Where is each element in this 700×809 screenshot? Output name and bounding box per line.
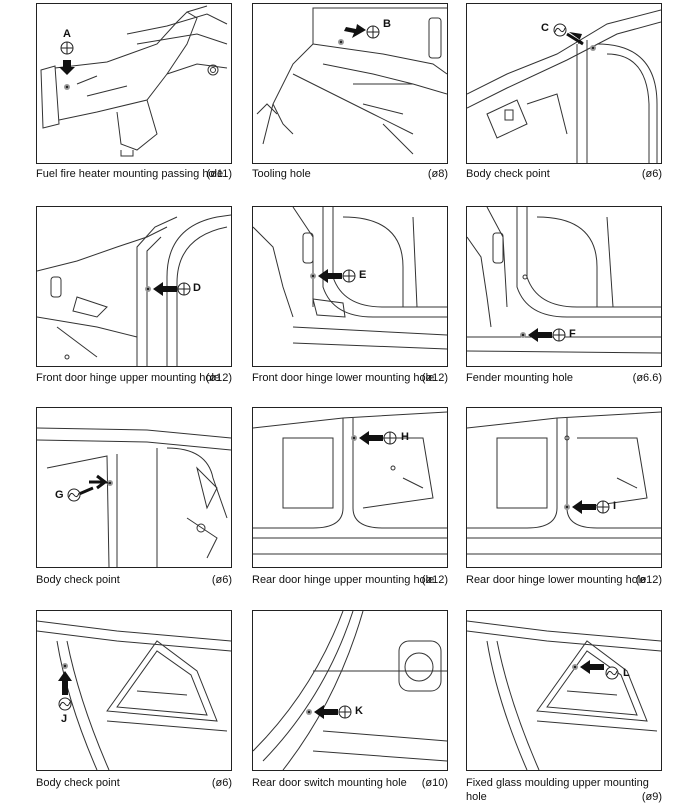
- body-drawing: [467, 411, 661, 555]
- callout-label: J: [61, 713, 68, 725]
- callout-label: I: [613, 500, 617, 512]
- figure-panel: A: [36, 3, 232, 164]
- caption-text: Front door hinge upper mounting hole: [36, 372, 221, 384]
- figure-panel: I: [466, 407, 662, 568]
- callout-label: D: [193, 282, 201, 294]
- figure-panel: D: [36, 206, 232, 367]
- caption-text: Fixed glass moulding upper mounting hole: [466, 777, 649, 803]
- figure-panel: H: [252, 407, 448, 568]
- callout-label: K: [355, 705, 363, 717]
- hole-diameter: (ø6.6): [632, 372, 662, 384]
- hole-diameter: (ø6): [211, 574, 232, 586]
- hole-diameter: (ø6): [211, 777, 232, 789]
- figure-caption: Fixed glass moulding upper mounting hole…: [466, 777, 662, 804]
- callout-label: F: [569, 328, 576, 340]
- figure-panel: B: [252, 3, 448, 164]
- body-drawing: [253, 207, 447, 350]
- figure-panel: G: [36, 407, 232, 568]
- figure-caption: Tooling hole (ø8): [252, 168, 448, 182]
- caption-text: Fender mounting hole: [466, 372, 574, 384]
- caption-text: Front door hinge lower mounting hole: [252, 372, 435, 384]
- body-drawing: [40, 5, 228, 157]
- callout-label: A: [63, 28, 71, 40]
- figure-caption: Fender mounting hole (ø6.6): [466, 372, 662, 386]
- figure-panel: L: [466, 610, 662, 771]
- hole-diameter: (ø12): [205, 372, 232, 384]
- caption-text: Body check point: [466, 168, 550, 180]
- body-drawing: [37, 620, 231, 770]
- figure-panel: J: [36, 610, 232, 771]
- caption-text: Rear door hinge lower mounting hole: [466, 574, 647, 586]
- figure-panel: F: [466, 206, 662, 367]
- body-drawing: [253, 411, 447, 555]
- figure-caption: Front door hinge upper mounting hole (ø1…: [36, 372, 232, 386]
- hole-diameter: (ø12): [635, 574, 662, 586]
- caption-text: Body check point: [36, 777, 120, 789]
- hole-diameter: (ø12): [421, 574, 448, 586]
- hole-diameter: (ø8): [427, 168, 448, 180]
- callout-label: B: [383, 18, 391, 30]
- callout-label: E: [359, 269, 367, 281]
- callout-label: H: [401, 431, 409, 443]
- caption-text: Rear door hinge upper mounting hole: [252, 574, 435, 586]
- callout-label: L: [623, 667, 630, 679]
- caption-text: Fuel fire heater mounting passing hole: [36, 168, 224, 180]
- figure-caption: Fuel fire heater mounting passing hole (…: [36, 168, 232, 182]
- hole-diameter: (ø9): [641, 790, 662, 803]
- figure-caption: Rear door switch mounting hole (ø10): [252, 777, 448, 791]
- body-drawing: [467, 207, 661, 354]
- callout-label: G: [55, 489, 64, 501]
- body-drawing: [253, 611, 447, 770]
- body-drawing: [256, 7, 447, 155]
- figure-caption: Body check point (ø6): [466, 168, 662, 182]
- body-drawing: [467, 9, 661, 163]
- caption-text: Body check point: [36, 574, 120, 586]
- caption-text: Tooling hole: [252, 168, 311, 180]
- figure-caption: Rear door hinge lower mounting hole (ø12…: [466, 574, 662, 588]
- figure-panel: C: [466, 3, 662, 164]
- hole-diameter: (ø10): [421, 777, 448, 789]
- body-drawing: [37, 427, 231, 567]
- figure-caption: Rear door hinge upper mounting hole (ø12…: [252, 574, 448, 588]
- figure-panel: E: [252, 206, 448, 367]
- figure-panel: K: [252, 610, 448, 771]
- body-drawing: [467, 620, 661, 770]
- hole-diameter: (ø11): [206, 168, 232, 180]
- caption-text: Rear door switch mounting hole: [252, 777, 407, 789]
- body-drawing: [37, 214, 231, 366]
- hole-diameter: (ø12): [421, 372, 448, 384]
- hole-diameter: (ø6): [641, 168, 662, 180]
- figure-caption: Body check point (ø6): [36, 574, 232, 588]
- figure-caption: Body check point (ø6): [36, 777, 232, 791]
- figure-caption: Front door hinge lower mounting hole (ø1…: [252, 372, 448, 386]
- callout-label: C: [541, 22, 549, 34]
